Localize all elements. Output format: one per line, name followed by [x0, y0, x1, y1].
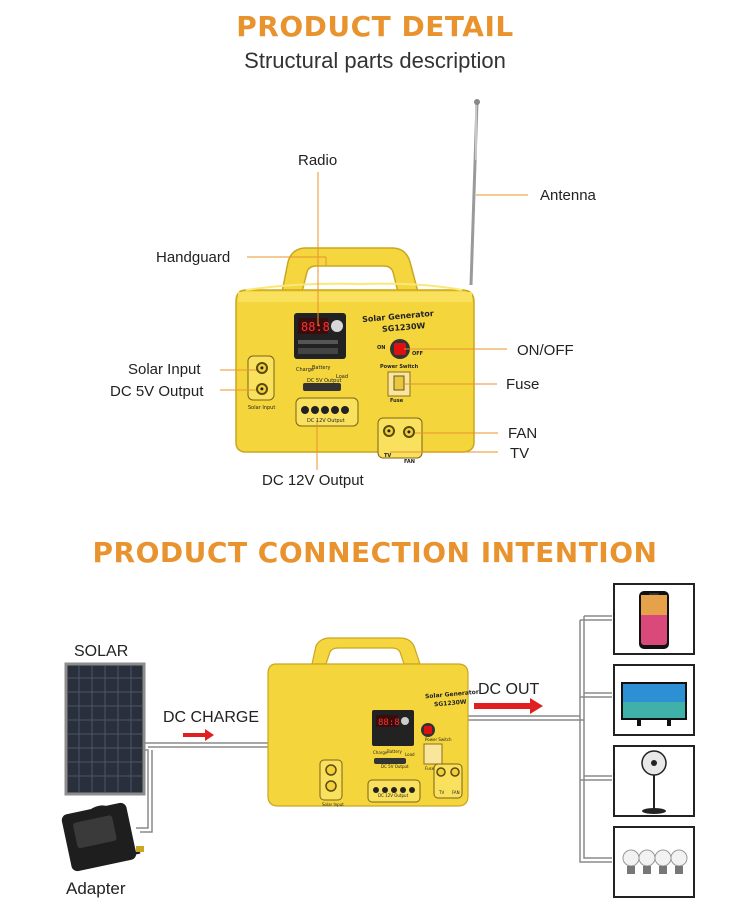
connection-title: PRODUCT CONNECTION INTENTION: [92, 536, 658, 569]
device-fan-label: FAN: [404, 459, 415, 465]
label-dc12v-output: DC 12V Output: [262, 472, 364, 489]
bulb-icon: [622, 849, 688, 874]
svg-text:88:8: 88:8: [378, 718, 400, 728]
output-device-tv: [613, 664, 695, 736]
label-dc-out: DC OUT: [478, 681, 540, 698]
device-battery-label: Battery: [312, 365, 331, 371]
device-on-label: ON: [377, 345, 386, 351]
label-dc5v-output: DC 5V Output: [110, 383, 204, 400]
label-solar-input: Solar Input: [128, 361, 201, 378]
fan-icon: [641, 750, 667, 814]
label-on-off: ON/OFF: [517, 342, 574, 359]
output-device-phone: [613, 583, 695, 655]
device-dc5v-label: DC 5V Output: [307, 378, 342, 384]
conn-device-charge: Charge: [373, 750, 388, 755]
svg-text:88:8: 88:8: [301, 320, 330, 334]
conn-device-dc5v: DC 5V Output: [381, 764, 409, 769]
conn-device-power-switch: Power Switch: [425, 737, 452, 742]
label-antenna: Antenna: [540, 187, 596, 204]
device-off-label: OFF: [412, 351, 424, 357]
solar-input-jack: [256, 362, 268, 374]
tv-jack: [383, 425, 395, 437]
conn-device-solar-input: Solar Input: [322, 802, 344, 807]
connection-diagram: 88:8: [61, 615, 612, 872]
device-tv-label: TV: [384, 453, 392, 459]
output-device-fan: [613, 745, 695, 817]
label-solar: SOLAR: [74, 643, 129, 660]
label-handguard: Handguard: [156, 249, 231, 266]
conn-device-fuse: Fuse: [425, 766, 435, 771]
dc5v-jack: [256, 383, 268, 395]
device-charge-label: Charge: [296, 367, 314, 373]
detail-title: PRODUCT DETAIL: [236, 10, 514, 43]
fan-jack: [403, 426, 415, 438]
label-tv: TV: [510, 445, 530, 462]
device-dc12v-label: DC 12V Output: [307, 418, 345, 424]
solar-generator-illustration: 88:8: [220, 99, 528, 470]
device-load-label: Load: [336, 374, 348, 380]
device-fuse-label: Fuse: [390, 398, 404, 404]
detail-subtitle: Structural parts description: [244, 48, 506, 73]
label-adapter: Adapter: [66, 879, 126, 898]
conn-device-load: Load: [405, 752, 415, 757]
label-fan: FAN: [508, 425, 538, 442]
conn-device-battery: Battery: [387, 749, 402, 754]
device-solar-input-label: Solar Input: [248, 405, 276, 411]
conn-device-dc12v: DC 12V Output: [378, 793, 409, 798]
conn-device-fan: FAN: [452, 790, 460, 795]
tv-icon: [621, 682, 687, 726]
device-power-switch-label: Power Switch: [380, 364, 419, 370]
label-radio: Radio: [298, 152, 338, 169]
phone-icon: [639, 591, 669, 649]
output-device-bulbs: [613, 826, 695, 898]
label-fuse: Fuse: [506, 376, 540, 393]
conn-device-tv: TV: [439, 790, 445, 795]
label-dc-charge: DC CHARGE: [163, 709, 260, 726]
